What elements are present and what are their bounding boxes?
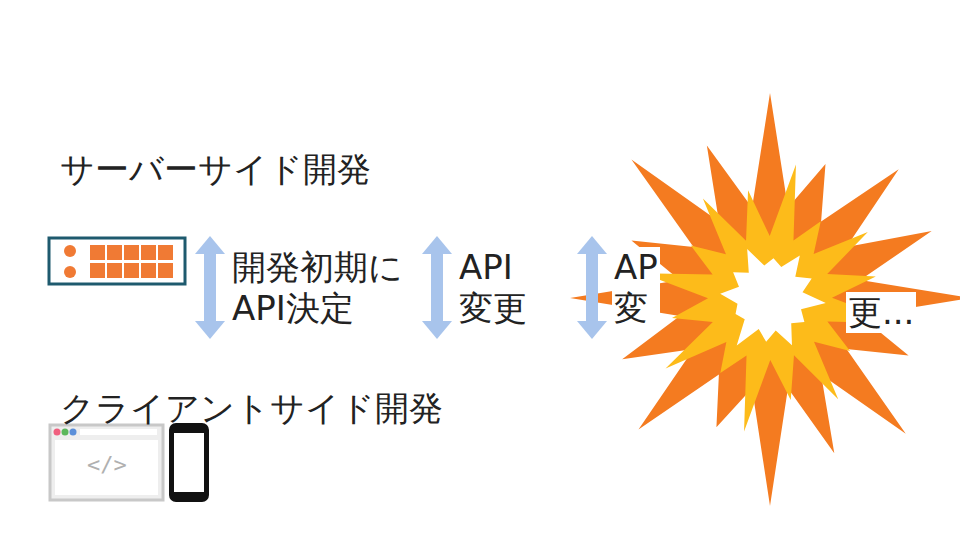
label-holder: AP 変: [612, 247, 660, 327]
code-glyph: </>: [85, 452, 129, 478]
double-arrow: [586, 254, 598, 321]
label-holder: </>: [85, 452, 129, 478]
band-arrow-shape: [47, 200, 920, 230]
timeline-band: クライアントサイド開発: [47, 345, 920, 375]
burst-layer: [720, 249, 826, 345]
server-icon: [49, 238, 185, 284]
timeline-band: サーバーサイド開発: [47, 200, 920, 230]
burst-layer: [570, 93, 960, 506]
edge-label: API 変更: [457, 247, 529, 327]
double-arrow: [204, 254, 216, 321]
band-heading: サーバーサイド開発: [60, 150, 933, 189]
phone-icon: [170, 424, 208, 501]
band-arrow-shape: [47, 345, 920, 375]
note-text: 更...: [846, 292, 916, 333]
label-holder: 更...: [846, 292, 916, 333]
edge-label: AP 変: [612, 247, 660, 327]
double-arrow: [431, 254, 443, 321]
browser-icon: [50, 425, 163, 500]
band-heading: クライアントサイド開発: [60, 389, 933, 428]
label-holder: API 変更: [457, 247, 529, 327]
edge-label: 開発初期に API決定: [230, 247, 405, 327]
label-holder: 開発初期に API決定: [230, 247, 405, 327]
